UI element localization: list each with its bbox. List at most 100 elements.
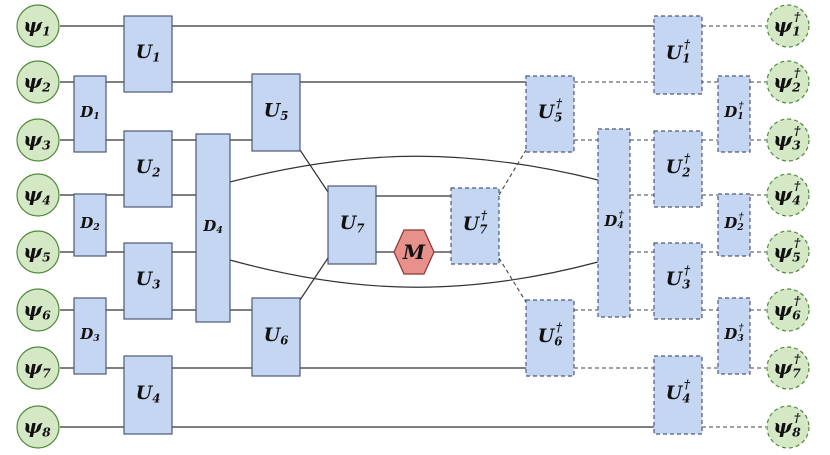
wire-u6-u7 — [299, 257, 329, 301]
gate-u4: U4 — [123, 355, 173, 435]
wire-u7d-u5d — [498, 149, 527, 196]
gate-u6: U6 — [251, 297, 301, 377]
node-circle — [766, 230, 810, 274]
node-circle — [16, 4, 60, 48]
node-label: ψ5† — [773, 235, 801, 264]
gate-box — [123, 242, 173, 320]
gate-label: U7† — [463, 209, 489, 237]
node-circle — [16, 346, 60, 390]
node-circle — [16, 405, 60, 449]
gate-box — [327, 185, 377, 265]
gate-box — [525, 299, 575, 377]
gate-label: U5† — [538, 97, 563, 125]
gate-d2d: D2† — [717, 193, 751, 257]
node-circle — [766, 118, 810, 162]
gate-box — [251, 297, 301, 377]
gate-u6d: U6† — [525, 299, 575, 377]
measurement-node: M — [393, 229, 435, 275]
gate-box — [653, 355, 703, 435]
gate-u3: U3 — [123, 242, 173, 320]
gate-label: D2† — [723, 211, 744, 233]
output-node-2: ψ2† — [766, 60, 810, 104]
input-node-8: ψ8 — [16, 405, 60, 449]
gate-box — [717, 75, 751, 153]
output-node-6: ψ6† — [766, 288, 810, 332]
node-circle — [766, 346, 810, 390]
gate-box — [653, 15, 703, 95]
gate-box — [251, 73, 301, 152]
input-node-7: ψ7 — [16, 346, 60, 390]
gate-box — [653, 130, 703, 208]
wire-u5-u7 — [299, 149, 329, 193]
gate-box — [73, 297, 107, 375]
node-circle — [766, 4, 810, 48]
gate-u7: U7 — [327, 185, 377, 265]
output-node-1: ψ1† — [766, 4, 810, 48]
gate-d3d: D3† — [717, 297, 751, 375]
gate-box — [597, 128, 631, 318]
wire-u7d-u6d — [498, 257, 527, 303]
gate-box — [123, 15, 173, 93]
input-node-5: ψ5 — [16, 230, 60, 274]
gate-label: D4† — [603, 209, 624, 231]
output-node-5: ψ5† — [766, 230, 810, 274]
node-label: ψ2† — [773, 65, 801, 94]
gate-label: U4† — [666, 378, 691, 406]
node-label: ψ6† — [773, 293, 801, 322]
gate-u4d: U4† — [653, 355, 703, 435]
node-label: ψ4† — [773, 178, 801, 207]
wire-crossing-lower — [229, 259, 599, 288]
gate-u5d: U5† — [525, 75, 575, 153]
node-label: ψ8† — [773, 410, 801, 439]
gate-d2: D2 — [73, 193, 107, 257]
gate-u5: U5 — [251, 73, 301, 152]
gate-box — [717, 297, 751, 375]
node-circle — [16, 60, 60, 104]
node-circle — [16, 230, 60, 274]
gate-box — [195, 133, 231, 323]
node-circle — [16, 173, 60, 217]
gate-box — [717, 193, 751, 257]
gate-u1d: U1† — [653, 15, 703, 95]
gate-box — [525, 75, 575, 153]
gate-u7d: U7† — [450, 187, 500, 265]
input-node-6: ψ6 — [16, 288, 60, 332]
measurement-hexagon — [393, 229, 435, 275]
gate-box — [653, 242, 703, 320]
input-node-1: ψ1 — [16, 4, 60, 48]
gate-label: U3† — [666, 264, 691, 292]
node-circle — [16, 288, 60, 332]
gate-box — [73, 193, 107, 257]
gate-u2d: U2† — [653, 130, 703, 208]
output-node-4: ψ4† — [766, 173, 810, 217]
gate-label: U6† — [538, 321, 563, 349]
node-circle — [766, 60, 810, 104]
gate-box — [123, 355, 173, 435]
gate-box — [450, 187, 500, 265]
gate-box — [73, 75, 107, 153]
gate-label: D1† — [723, 100, 744, 122]
gate-box — [123, 130, 173, 208]
input-node-4: ψ4 — [16, 173, 60, 217]
gate-label: D3† — [723, 322, 744, 344]
node-label: ψ7† — [773, 351, 801, 380]
measurement-label: M — [402, 240, 426, 264]
gate-d4d: D4† — [597, 128, 631, 318]
node-circle — [766, 405, 810, 449]
gate-d1d: D1† — [717, 75, 751, 153]
output-node-7: ψ7† — [766, 346, 810, 390]
gate-d3: D3 — [73, 297, 107, 375]
node-circle — [766, 173, 810, 217]
gate-u3d: U3† — [653, 242, 703, 320]
input-node-2: ψ2 — [16, 60, 60, 104]
node-label: ψ1† — [773, 9, 801, 38]
gate-d1: D1 — [73, 75, 107, 153]
output-node-8: ψ8† — [766, 405, 810, 449]
wire-crossing-upper — [229, 155, 599, 183]
gate-label: U2† — [666, 152, 691, 180]
input-node-3: ψ3 — [16, 118, 60, 162]
gate-d4: D4 — [195, 133, 231, 323]
